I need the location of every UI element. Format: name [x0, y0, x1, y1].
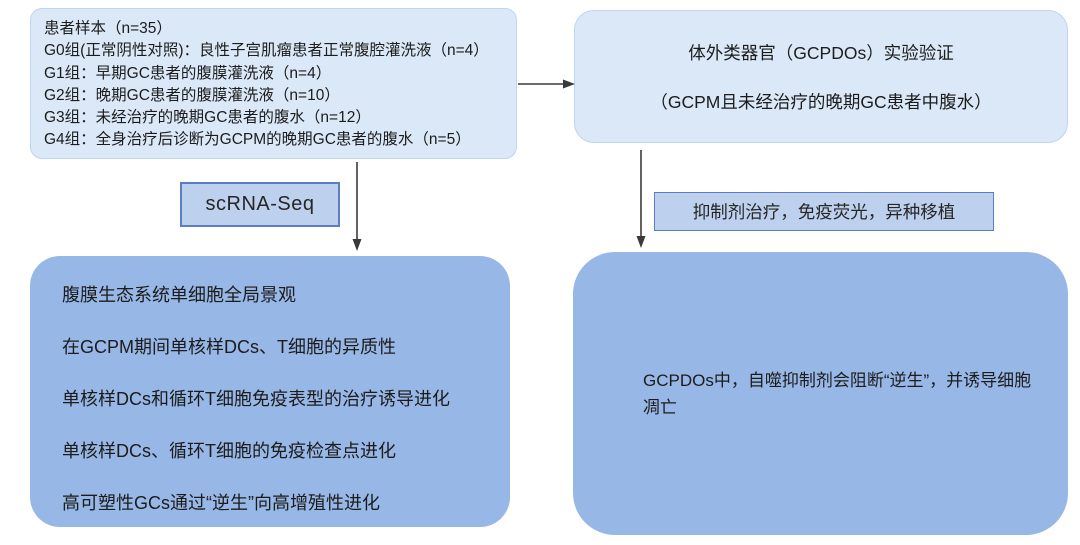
- result-line-1: 腹膜生态系统单细胞全局景观: [62, 285, 296, 305]
- scrna-seq-label: scRNA-Seq: [180, 182, 340, 227]
- patient-group-g1: G1组：早期GC患者的腹膜灌洗液（n=4）: [44, 64, 332, 82]
- right-results-text: GCPDOs中，自噬抑制剂会阻断“逆生”，并诱导细胞凋亡: [643, 370, 1032, 417]
- patient-group-g0: G0组(正常阴性对照)：良性子宫肌瘤患者正常腹腔灌洗液（n=4）: [44, 42, 489, 60]
- arrow-down-right-icon: [636, 150, 646, 248]
- patient-samples-title: 患者样本（n=35）: [44, 20, 172, 37]
- result-line-2: 在GCPM期间单核样DCs、T细胞的异质性: [62, 337, 396, 357]
- treatment-methods-label-text: 抑制剂治疗，免疫荧光，异种移植: [692, 202, 956, 222]
- result-line-3: 单核样DCs和循环T细胞免疫表型的治疗诱导进化: [62, 389, 450, 409]
- arrow-right-icon: [518, 79, 575, 89]
- result-line-4: 单核样DCs、循环T细胞的免疫检查点进化: [62, 441, 396, 461]
- organoid-validation-subtitle: （GCPM且未经治疗的晚期GC患者中腹水）: [650, 91, 992, 112]
- patient-samples-box: 患者样本（n=35） G0组(正常阴性对照)：良性子宫肌瘤患者正常腹腔灌洗液（n…: [30, 8, 517, 159]
- organoid-validation-box: 体外类器官（GCPDOs）实验验证 （GCPM且未经治疗的晚期GC患者中腹水）: [574, 10, 1068, 143]
- treatment-methods-label: 抑制剂治疗，免疫荧光，异种移植: [654, 192, 994, 231]
- organoid-validation-title: 体外类器官（GCPDOs）实验验证: [688, 42, 954, 63]
- result-line-5: 高可塑性GCs通过“逆生”向高增殖性进化: [62, 493, 380, 513]
- left-results-box: 腹膜生态系统单细胞全局景观 在GCPM期间单核样DCs、T细胞的异质性 单核样D…: [30, 256, 510, 527]
- arrow-down-left-icon: [352, 162, 362, 251]
- patient-group-g4: G4组：全身治疗后诊断为GCPM的晚期GC患者的腹水（n=5）: [44, 131, 471, 149]
- patient-group-g3: G3组：未经治疗的晚期GC患者的腹水（n=12）: [44, 109, 371, 127]
- right-results-box: GCPDOs中，自噬抑制剂会阻断“逆生”，并诱导细胞凋亡: [573, 252, 1068, 535]
- patient-group-g2: G2组：晚期GC患者的腹膜灌洗液（n=10）: [44, 86, 340, 104]
- scrna-seq-label-text: scRNA-Seq: [205, 193, 315, 215]
